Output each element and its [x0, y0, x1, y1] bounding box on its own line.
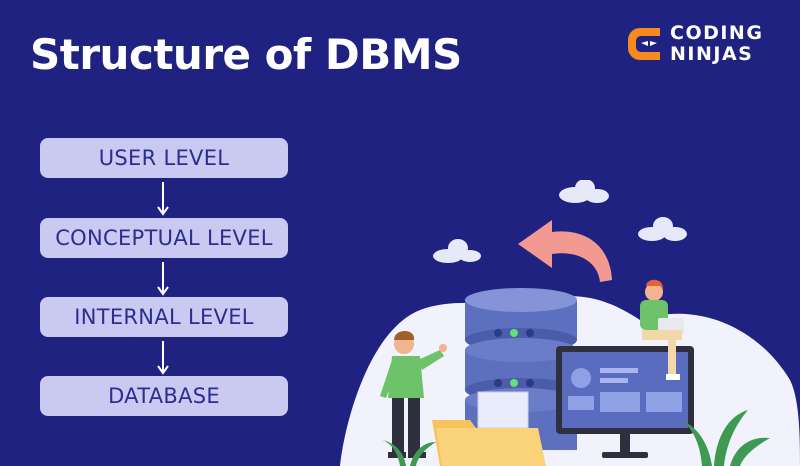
level-box-internal: INTERNAL LEVEL	[40, 297, 288, 337]
plant-icon	[382, 440, 436, 466]
monitor-icon	[556, 346, 694, 458]
coding-ninjas-logo: CODING NINJAS	[626, 22, 786, 68]
cloud-icon	[433, 239, 481, 263]
level-box-user: USER LEVEL	[40, 138, 288, 178]
person-icon	[640, 279, 684, 380]
level-box-database: DATABASE	[40, 376, 288, 416]
down-arrow-icon	[157, 262, 169, 296]
folder-icon	[432, 391, 546, 466]
cloud-icon	[559, 180, 609, 203]
down-arrow-icon	[157, 341, 169, 375]
logo-text-ninjas: NINJAS	[670, 43, 754, 65]
plant-icon	[680, 410, 770, 466]
ninja-logo-icon	[628, 28, 660, 60]
curved-arrow-icon	[518, 220, 612, 282]
cloud-icon	[638, 217, 687, 241]
page-title: Structure of DBMS	[30, 30, 462, 79]
down-arrow-icon	[157, 182, 169, 216]
level-box-conceptual: CONCEPTUAL LEVEL	[40, 218, 288, 258]
logo-text-coding: CODING	[670, 22, 764, 44]
database-illustration	[340, 180, 800, 466]
